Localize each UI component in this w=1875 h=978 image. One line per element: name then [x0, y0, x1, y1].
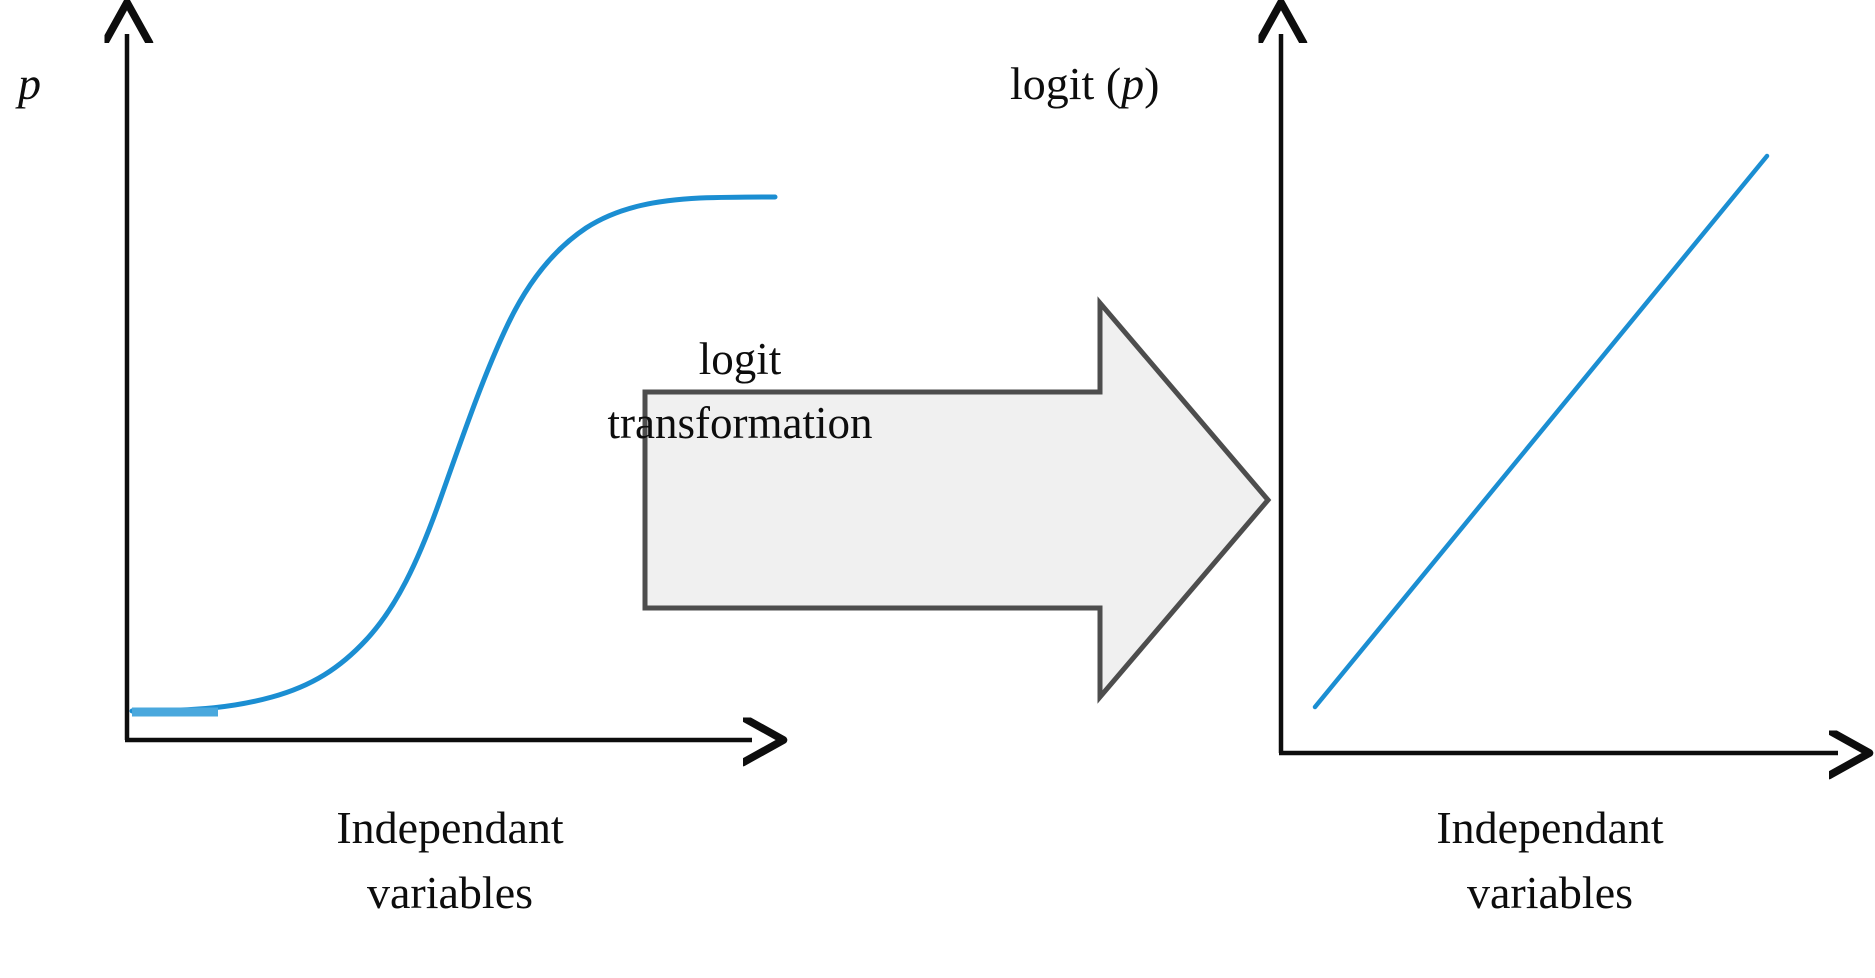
right-y-axis-label-close-paren: ): [1144, 58, 1160, 109]
right-x-axis-caption-line-1: Independant: [1436, 802, 1664, 853]
sigmoid-curve: [129, 194, 778, 714]
left-panel-axes: [125, 34, 752, 740]
right-y-axis-label-function: logit: [1010, 58, 1095, 109]
right-y-axis-label: logit (p): [1010, 58, 1160, 110]
left-y-axis-label: p: [18, 58, 41, 109]
right-panel-axes: [1279, 34, 1838, 753]
right-y-axis-label-open-paren: (: [1094, 58, 1122, 109]
linear-logit-line: [1312, 153, 1770, 710]
right-y-axis-label-variable: p: [1121, 58, 1145, 109]
right-x-axis-caption-line-2: variables: [1466, 867, 1634, 919]
left-x-axis-caption: Independant variables: [190, 795, 710, 926]
right-x-axis-caption: Independant variables: [1290, 795, 1810, 926]
left-x-axis-caption-line-1: Independant: [336, 802, 564, 853]
logit-transformation-arrow[interactable]: [642, 296, 1272, 704]
left-x-axis-caption-line-2: variables: [366, 867, 534, 919]
